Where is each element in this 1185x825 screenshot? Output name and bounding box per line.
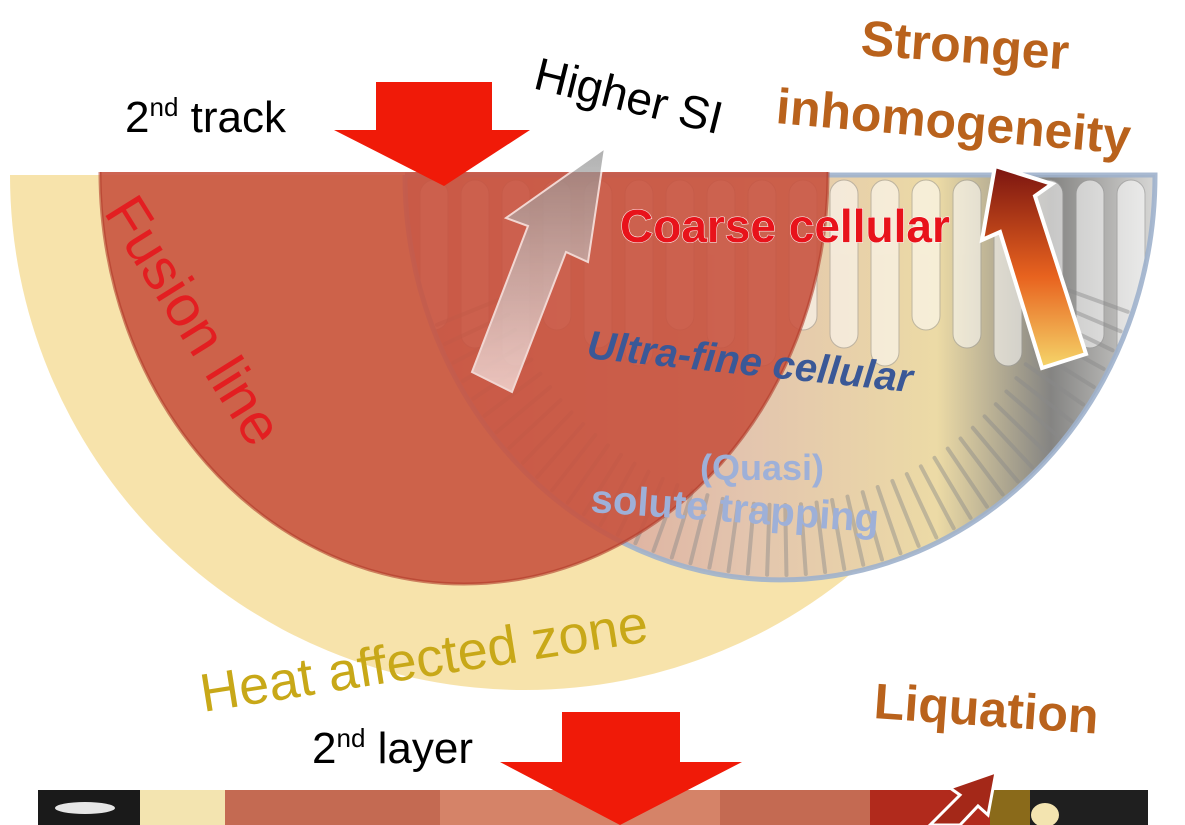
track-label: 2nd track — [125, 92, 287, 142]
liquation-label: Liquation — [872, 673, 1100, 745]
quasi-label: (Quasi) — [700, 447, 824, 488]
higher-si-label: Higher SI — [530, 47, 729, 144]
coarse-cell — [953, 180, 981, 348]
track-arrow — [334, 82, 530, 186]
stronger-label: Stronger — [859, 10, 1071, 80]
inhomogeneity-label: inhomogeneity — [774, 78, 1133, 165]
coarse-cellular-label: Coarse cellular — [620, 200, 950, 252]
layer-label: 2nd layer — [312, 723, 473, 773]
